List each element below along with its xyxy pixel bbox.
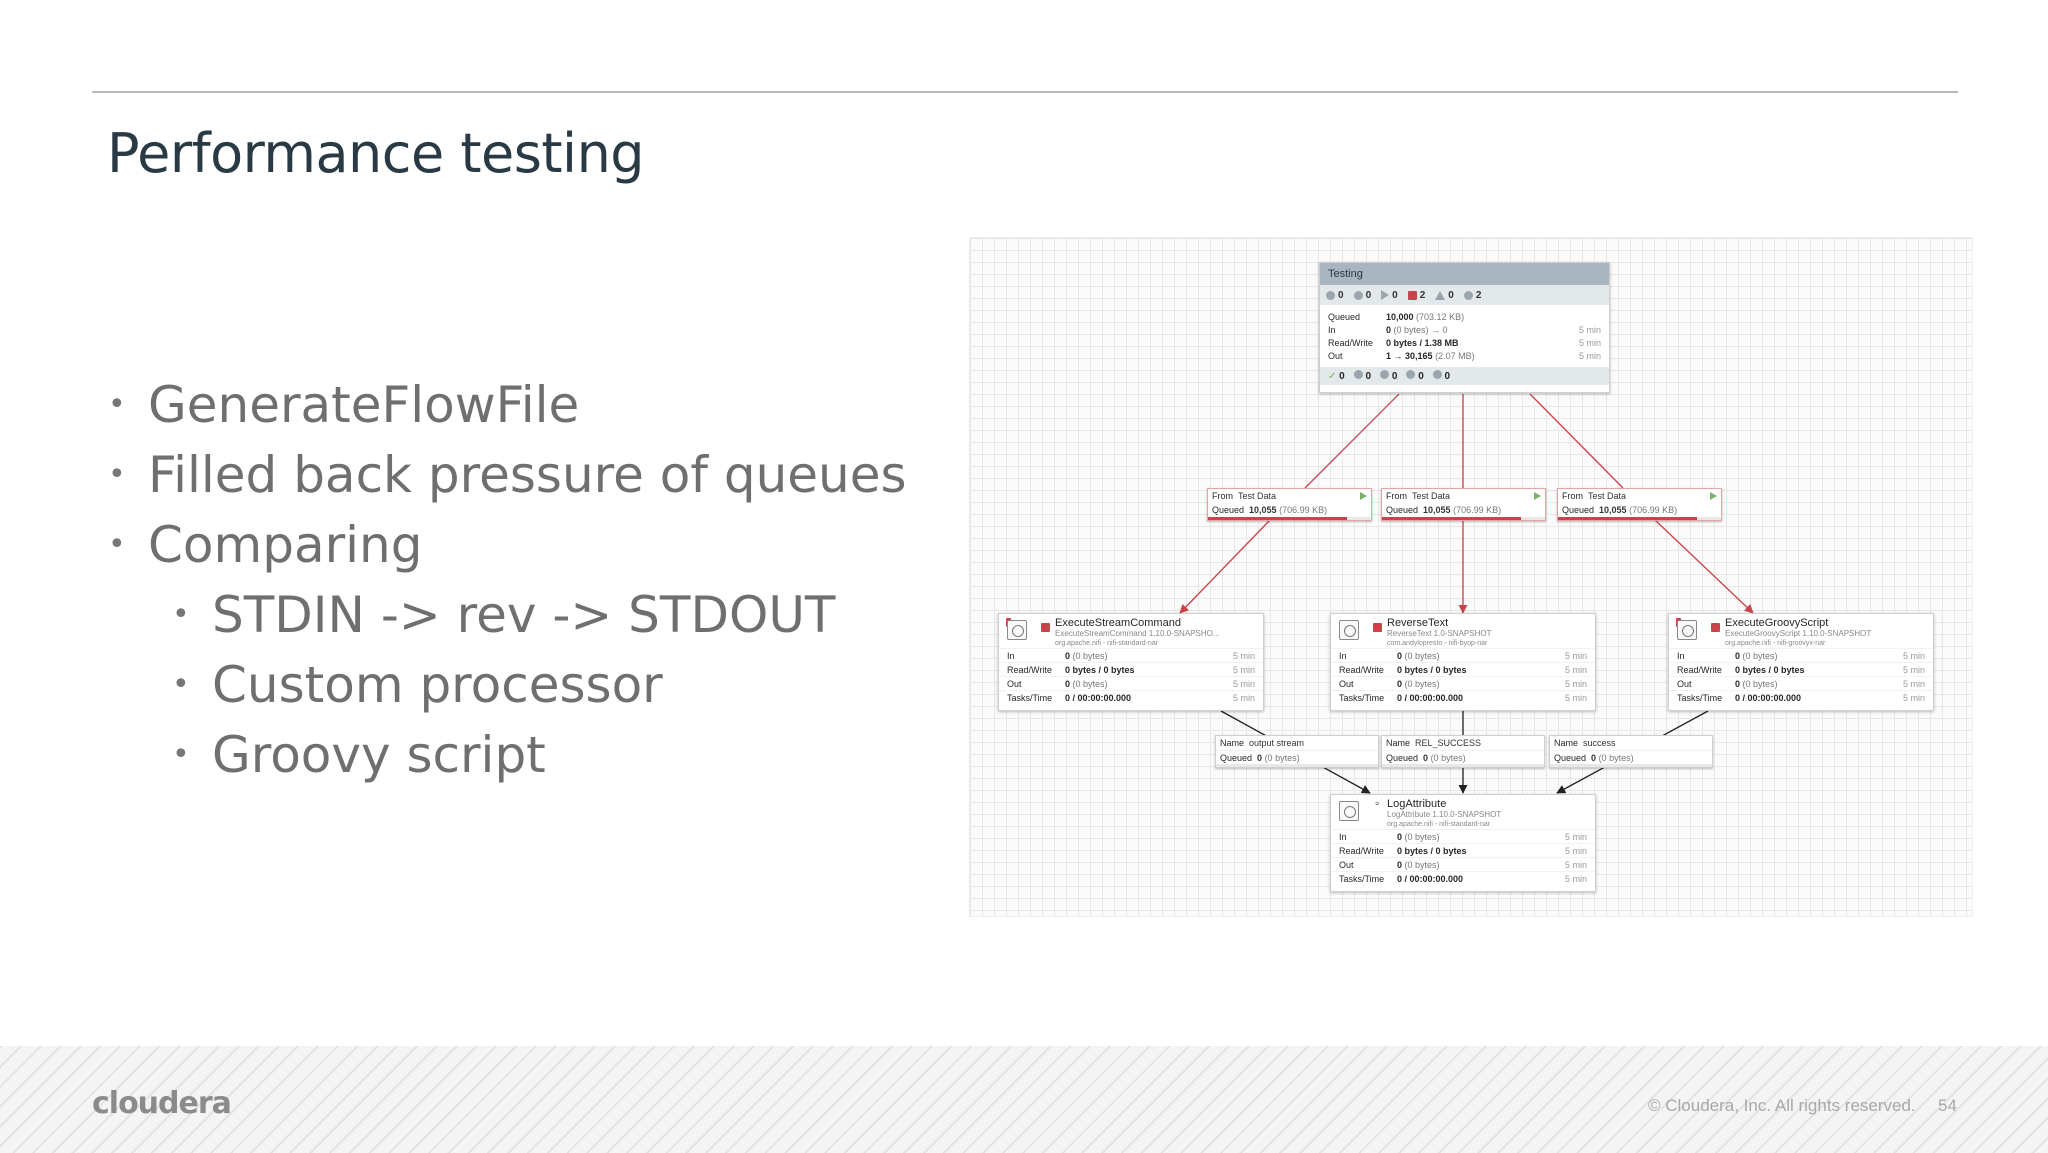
slide-title: Performance testing	[107, 122, 645, 185]
stopped-icon	[1373, 623, 1382, 632]
process-group-name: Testing	[1320, 263, 1609, 285]
slide-footer: cloudera © Cloudera, Inc. All rights res…	[0, 1046, 2048, 1153]
invalid-icon	[1435, 290, 1446, 300]
cloudera-logo: cloudera	[92, 1086, 232, 1121]
sync-failure-icon	[1432, 370, 1442, 379]
bullet-item: Filled back pressure of queues	[108, 440, 968, 510]
running-icon	[1534, 492, 1541, 500]
link-pg-port-right	[1529, 393, 1624, 489]
processor-version: ExecuteGroovyScript 1.10.0-SNAPSHOT	[1725, 629, 1872, 638]
modified-stale-icon	[1406, 370, 1416, 379]
processor-icon	[1339, 620, 1359, 640]
processor-bundle: org.apache.nifi - nifi-groovyx-nar	[1725, 640, 1826, 647]
processor-name: ReverseText	[1387, 617, 1449, 629]
link-port-groovy	[1654, 519, 1754, 614]
sub-bullet-item: Groovy script	[108, 720, 968, 790]
processor-reverse-text[interactable]: ReverseText ReverseText 1.0-SNAPSHOT com…	[1330, 613, 1596, 711]
back-pressure-bar	[1550, 764, 1712, 767]
processor-icon	[1339, 801, 1359, 821]
locally-modified-icon	[1353, 370, 1363, 379]
process-group-version-stats: ✓ 0 0 0 0 0	[1320, 367, 1609, 385]
processor-execute-groovy-script[interactable]: ExecuteGroovyScript ExecuteGroovyScript …	[1668, 613, 1934, 711]
processor-icon	[1677, 620, 1697, 640]
back-pressure-bar	[1558, 517, 1721, 520]
link-pg-port-left	[1304, 393, 1400, 489]
process-group-stats: 0 0 0 2 0 2	[1320, 285, 1609, 305]
processor-log-attribute[interactable]: ⚬ LogAttribute LogAttribute 1.10.0-SNAPS…	[1330, 794, 1596, 892]
page-number: 54	[1938, 1096, 1957, 1115]
bullet-item: Comparing	[108, 510, 968, 580]
processor-bundle: org.apache.nifi - nifi-standard-nar	[1387, 821, 1491, 828]
processor-name: LogAttribute	[1387, 798, 1447, 810]
stale-icon	[1380, 370, 1390, 379]
processor-name: ExecuteStreamCommand	[1055, 617, 1181, 629]
running-icon	[1710, 492, 1717, 500]
link-port-exec	[1179, 519, 1271, 614]
back-pressure-bar	[1216, 764, 1378, 767]
stopped-icon	[1711, 623, 1720, 632]
processor-icon	[1007, 620, 1027, 640]
bullet-list: GenerateFlowFile Filled back pressure of…	[108, 370, 968, 790]
not-transmitting-icon	[1353, 290, 1363, 300]
back-pressure-bar	[1382, 764, 1544, 767]
transmitting-icon	[1326, 290, 1335, 300]
stopped-icon	[1407, 290, 1417, 300]
sub-bullet-item: STDIN -> rev -> STDOUT	[108, 580, 968, 650]
back-pressure-bar	[1382, 517, 1545, 520]
processor-version: LogAttribute 1.10.0-SNAPSHOT	[1387, 810, 1502, 819]
processor-execute-stream-command[interactable]: ExecuteStreamCommand ExecuteStreamComman…	[998, 613, 1264, 711]
running-icon	[1381, 290, 1390, 300]
processor-version: ExecuteStreamCommand 1.10.0-SNAPSHO...	[1055, 629, 1220, 638]
processor-version: ReverseText 1.0-SNAPSHOT	[1387, 629, 1492, 638]
processor-bundle: org.apache.nifi - nifi-standard-nar	[1055, 640, 1159, 647]
processor-name: ExecuteGroovyScript	[1725, 617, 1829, 629]
bullet-item: GenerateFlowFile	[108, 370, 968, 440]
invalid-icon: ⚬	[1373, 799, 1382, 810]
top-rule	[92, 91, 1958, 93]
up-to-date-icon: ✓	[1328, 370, 1337, 382]
copyright-text: © Cloudera, Inc. All rights reserved.	[1648, 1096, 1916, 1115]
stopped-icon	[1041, 623, 1050, 632]
running-icon	[1360, 492, 1367, 500]
processor-bundle: com.andylopresto - nifi-byop-nar	[1387, 640, 1488, 647]
back-pressure-bar	[1208, 517, 1371, 520]
sub-bullet-item: Custom processor	[108, 650, 968, 720]
disabled-icon	[1463, 290, 1473, 300]
